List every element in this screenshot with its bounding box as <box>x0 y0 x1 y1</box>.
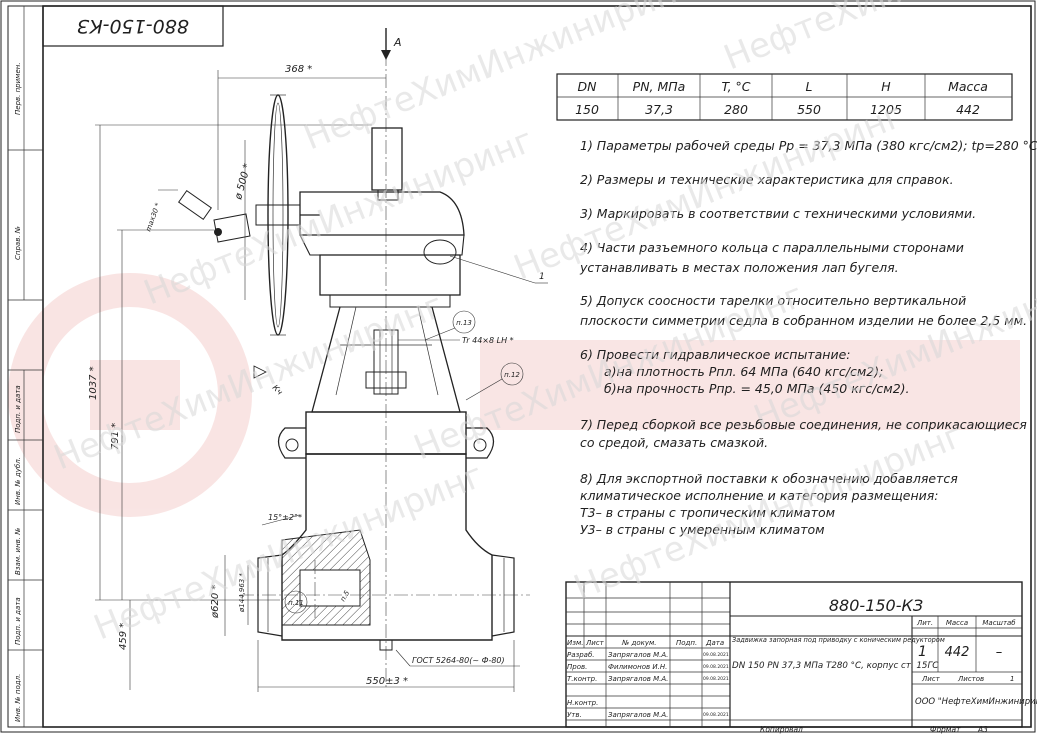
view-marker: A <box>393 36 402 49</box>
watermark-text: НефтеХимИнжиниринг <box>138 120 539 313</box>
note-line: б)на прочность Рпр. = 45,0 МПа (450 кгс/… <box>604 381 910 396</box>
dim-368: 368 * <box>285 64 312 75</box>
note-line: Т3– в страны с тропическим климатом <box>580 505 835 520</box>
spec-header-pn: PN, МПа <box>633 79 686 94</box>
scale-label: Масштаб <box>982 619 1016 627</box>
product-name-2: DN 150 PN 37,3 МПа T280 °С, корпус ст. 1… <box>732 661 939 671</box>
format-value: А3 <box>977 725 988 734</box>
scale-value: – <box>996 645 1003 660</box>
spec-value-mass: 442 <box>956 102 980 117</box>
hdr-izm: Изм. <box>567 639 583 647</box>
stamp-label-podp1: Подп. и дата <box>14 385 22 433</box>
role-razrab: Разраб. <box>567 651 595 659</box>
note-line: климатическое исполнение и категория раз… <box>580 488 939 503</box>
dim-15deg: 15°±2°* <box>268 513 302 522</box>
date-utv: 09.08.2021 <box>703 712 729 718</box>
left-stamp-strip: Перв. примен. Справ. № Подп. и дата Инв.… <box>7 5 44 728</box>
sheets-value: 1 <box>1010 675 1014 683</box>
thread-label: Tr 44×8 LH * <box>462 336 514 345</box>
role-nkontr: Н.контр. <box>567 699 598 707</box>
stamp-label-podp2: Подп. и дата <box>14 597 22 645</box>
hdr-list: Лист <box>585 639 605 647</box>
format-label: Формат <box>930 725 961 734</box>
spec-header-dn: DN <box>578 79 598 94</box>
stamp-label-inv-dubl: Инв. № дубл. <box>14 457 22 505</box>
background-logo <box>8 273 1020 517</box>
note-line: 2) Размеры и технические характеристика … <box>580 172 954 187</box>
role-tkontr: Т.контр. <box>567 675 597 683</box>
note-line: устанавливать в местах положения лап буг… <box>579 260 899 275</box>
stamp-label-vzam: Взам. инв. № <box>14 527 22 575</box>
rotated-number-box: 880-150-КЗ <box>42 5 224 47</box>
note-line: 6) Провести гидравлическое испытание: <box>580 347 851 362</box>
rotated-drawing-number: 880-150-КЗ <box>77 15 189 37</box>
note-line: 4) Части разъемного кольца с параллельны… <box>580 240 964 255</box>
spec-value-t: 280 <box>724 102 748 117</box>
mass-value: 442 <box>945 645 970 660</box>
company-name: ООО "НефтеХимИнжиниринг" <box>915 697 1037 707</box>
name-utv: Запрягалов М.А. <box>608 711 668 719</box>
dim-d500: ø 500 * <box>233 163 253 202</box>
watermark-text: НефтеХимИнжиниринг <box>718 0 1037 78</box>
role-utv: Утв. <box>567 711 582 719</box>
weld-gost: ГОСТ 5264-80(~ Ф-80) <box>412 656 505 665</box>
note-line: 3) Маркировать в соответствии с техничес… <box>580 206 976 221</box>
spec-value-h: 1205 <box>870 102 902 117</box>
spec-header-h: H <box>881 79 891 94</box>
date-tkontr: 09.08.2021 <box>703 676 729 682</box>
lit-value: 1 <box>918 644 927 660</box>
spec-value-pn: 37,3 <box>645 102 673 117</box>
spec-header-mass: Масса <box>948 79 988 94</box>
title-designation: 880-150-КЗ <box>829 596 923 615</box>
name-razrab: Запрягалов М.А. <box>608 651 668 659</box>
spec-value-l: 550 <box>797 102 821 117</box>
callout-1: 1 <box>539 272 545 282</box>
hdr-doc: № докум. <box>621 639 657 647</box>
stamp-label-perv: Перв. примен. <box>14 62 22 115</box>
callout-n13: п.13 <box>456 319 472 327</box>
note-line: 5) Допуск соосности тарелки относительно… <box>580 293 966 308</box>
sheets-label: Листов <box>957 675 984 683</box>
spec-table: DN PN, МПа T, °С L H Масса 150 37,3 280 … <box>556 73 1013 121</box>
spec-value-dn: 150 <box>575 102 599 117</box>
copied-label: Копировал <box>760 725 803 734</box>
mass-label: Масса <box>946 619 968 627</box>
note-line: У3– в страны с умеренным климатом <box>580 522 825 537</box>
product-name-1: Задвижка запорная под приводку с коничес… <box>732 636 945 644</box>
dim-791: 791 * <box>110 423 121 450</box>
spec-header-l: L <box>806 79 813 94</box>
dim-459: 459 * <box>118 623 129 650</box>
dim-550: 550±3 * <box>366 676 408 687</box>
role-prov: Пров. <box>567 663 587 671</box>
callout-n12: п.12 <box>504 371 520 379</box>
title-block: 880-150-КЗ Изм. Лист № докум. Подп. Дата… <box>565 581 1037 734</box>
callout-n11: п.11 <box>288 599 304 607</box>
hdr-date: Дата <box>705 639 724 647</box>
valve-drawing: A <box>178 28 530 690</box>
technical-notes: 1) Параметры рабочей среды Рр = 37,3 МПа… <box>579 138 1037 537</box>
dim-max30: max30 * <box>144 201 162 232</box>
dim-d620: ø620 * <box>210 585 221 619</box>
note-line: плоскости симметрии седла в собранном из… <box>580 313 1027 328</box>
date-prov: 09.08.2021 <box>703 664 729 670</box>
date-razrab: 09.08.2021 <box>703 652 729 658</box>
sheet-label: Лист <box>921 675 941 683</box>
note-line: а)на плотность Рпл. 64 МПа (640 кгс/см2)… <box>604 364 883 379</box>
note-line: 8) Для экспортной поставки к обозначению… <box>580 471 958 486</box>
note-line: 1) Параметры рабочей среды Рр = 37,3 МПа… <box>580 138 1037 153</box>
name-prov: Филимонов И.Н. <box>608 663 667 671</box>
stamp-label-sprav: Справ. № <box>14 226 22 260</box>
stamp-label-inv-podl: Инв. № подл. <box>14 674 22 722</box>
dim-d144: ø144,963 * <box>238 573 246 613</box>
note-line: со средой, смазать смазкой. <box>580 435 768 450</box>
dim-1037: 1037 * <box>88 366 99 400</box>
note-line: 7) Перед сборкой все резьбовые соединени… <box>580 417 1027 432</box>
name-tkontr: Запрягалов М.А. <box>608 675 668 683</box>
spec-header-t: T, °С <box>721 79 750 94</box>
hdr-podp: Подп. <box>676 639 697 647</box>
lit-label: Лит. <box>916 619 933 627</box>
